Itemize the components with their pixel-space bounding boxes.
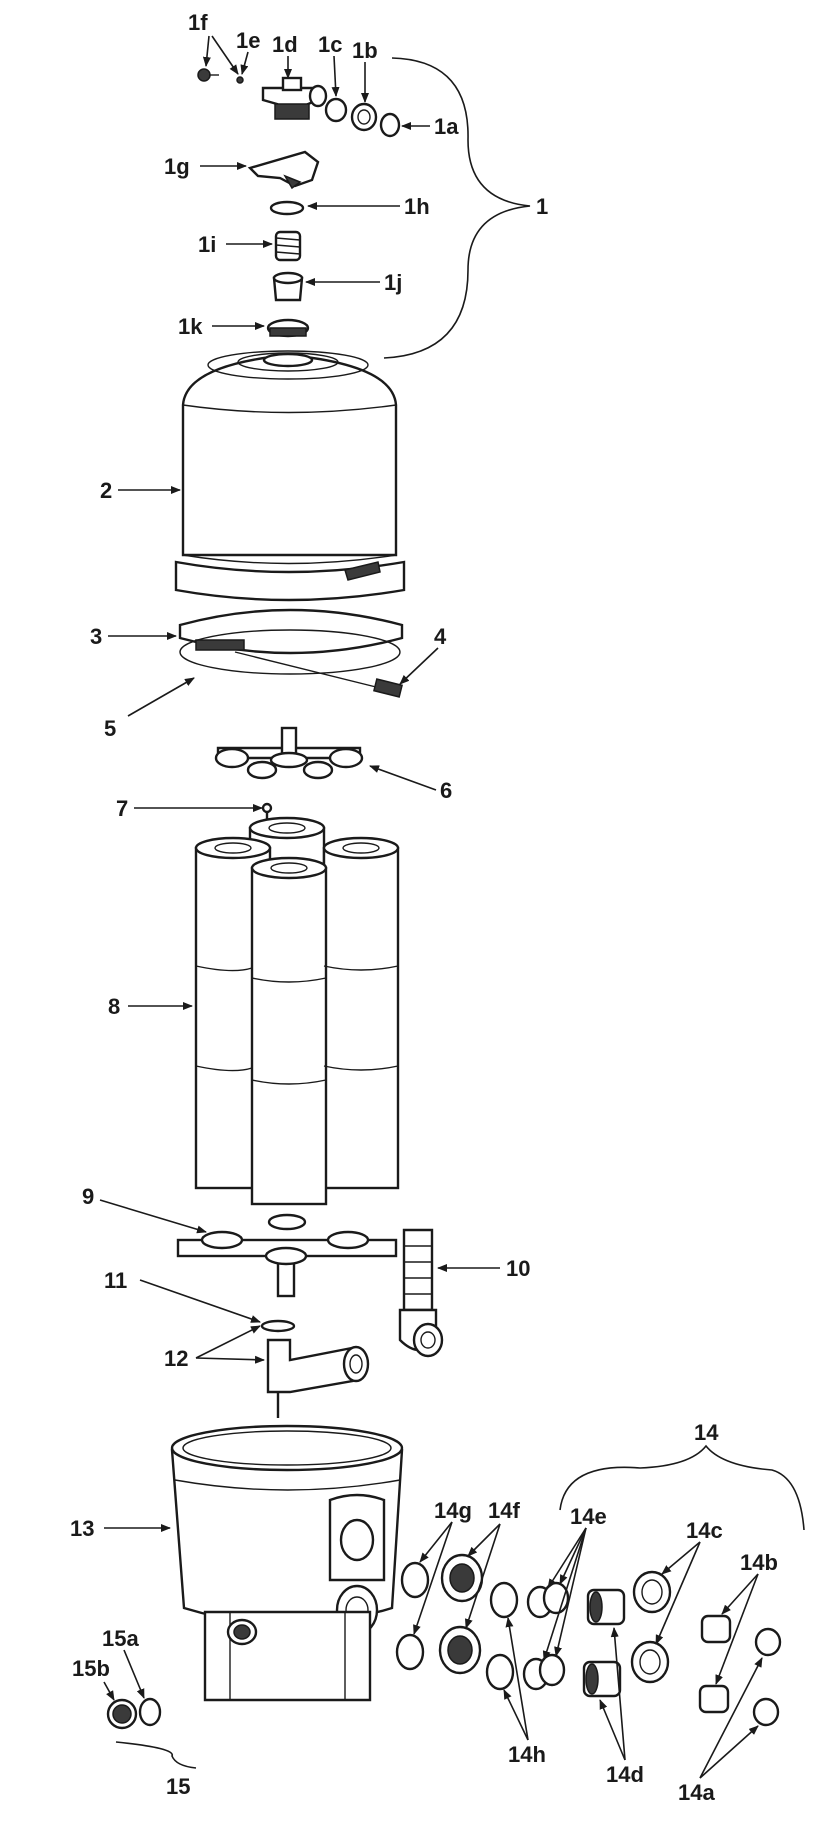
part-15a-drain-o-ring xyxy=(138,1697,162,1727)
part-8-filter-cartridges xyxy=(194,816,400,1206)
part-14d-union-bodies xyxy=(582,1588,626,1698)
label-1a: 1a xyxy=(434,114,459,139)
part-1k-lock-nut xyxy=(266,318,310,338)
part-labels: 1f 1e 1d 1c 1b 1a 1g 1h 1 1i 1j 1k 2 3 4… xyxy=(70,10,778,1805)
label-11: 11 xyxy=(104,1268,127,1293)
part-1c-gauge-stem xyxy=(324,97,348,123)
label-1k: 1k xyxy=(178,314,203,339)
part-14b-adapters xyxy=(698,1614,732,1714)
part-4-clamp-bolt xyxy=(234,651,403,698)
label-15: 15 xyxy=(166,1774,190,1799)
label-1h: 1h xyxy=(404,194,430,219)
part-1b-gauge-adapter xyxy=(350,102,378,132)
label-1e: 1e xyxy=(236,28,260,53)
part-14a-adapters xyxy=(752,1627,782,1727)
label-6: 6 xyxy=(440,778,452,803)
part-10-outlet-elbow xyxy=(398,1228,444,1358)
label-10: 10 xyxy=(506,1256,530,1281)
leader-lines xyxy=(99,35,805,1779)
part-1j-valve-stem xyxy=(272,271,304,302)
part-14h-o-rings xyxy=(485,1581,519,1691)
label-1: 1 xyxy=(536,194,548,219)
label-14a: 14a xyxy=(678,1780,715,1805)
label-14b: 14b xyxy=(740,1550,778,1575)
label-3: 3 xyxy=(90,624,102,649)
label-15a: 15a xyxy=(102,1626,139,1651)
part-1d-air-relief-valve xyxy=(261,76,328,120)
label-5: 5 xyxy=(104,716,116,741)
part-5-tank-o-ring xyxy=(179,629,401,675)
label-14f: 14f xyxy=(488,1498,520,1523)
label-2: 2 xyxy=(100,478,112,503)
part-1g-valve-clip xyxy=(247,150,320,190)
part-3-clamp-ring xyxy=(178,608,404,655)
label-13: 13 xyxy=(70,1516,94,1541)
label-4: 4 xyxy=(434,624,447,649)
label-1b: 1b xyxy=(352,38,378,63)
label-14g: 14g xyxy=(434,1498,472,1523)
label-14d: 14d xyxy=(606,1762,644,1787)
label-8: 8 xyxy=(108,994,120,1019)
part-14f-union-nuts xyxy=(438,1553,484,1675)
part-14g-o-rings xyxy=(395,1561,430,1671)
label-14: 14 xyxy=(694,1420,719,1445)
label-7: 7 xyxy=(116,796,128,821)
part-1f-screws xyxy=(197,68,244,84)
part-12-inlet-pipe xyxy=(266,1338,370,1418)
label-12: 12 xyxy=(164,1346,188,1371)
part-13-tank-body xyxy=(170,1424,404,1702)
part-9-bottom-manifold xyxy=(176,1213,398,1298)
part-14e-union-tailpieces xyxy=(522,1581,570,1691)
part-15b-drain-plug xyxy=(106,1698,138,1730)
label-14c: 14c xyxy=(686,1518,723,1543)
part-1h-o-ring xyxy=(269,200,305,216)
part-2-tank-lid xyxy=(174,350,406,602)
label-1d: 1d xyxy=(272,32,298,57)
label-9: 9 xyxy=(82,1184,94,1209)
label-1f: 1f xyxy=(188,10,208,35)
label-1i: 1i xyxy=(198,232,216,257)
part-11-o-ring xyxy=(260,1319,296,1333)
label-15b: 15b xyxy=(72,1656,110,1681)
part-14c-union-nuts xyxy=(630,1570,672,1684)
part-1a-o-ring xyxy=(379,112,401,138)
label-14e: 14e xyxy=(570,1504,607,1529)
label-14h: 14h xyxy=(508,1742,546,1767)
part-1i-spring xyxy=(274,230,302,262)
label-1g: 1g xyxy=(164,154,190,179)
part-6-top-manifold xyxy=(214,726,364,780)
label-1c: 1c xyxy=(318,32,342,57)
label-1j: 1j xyxy=(384,270,402,295)
